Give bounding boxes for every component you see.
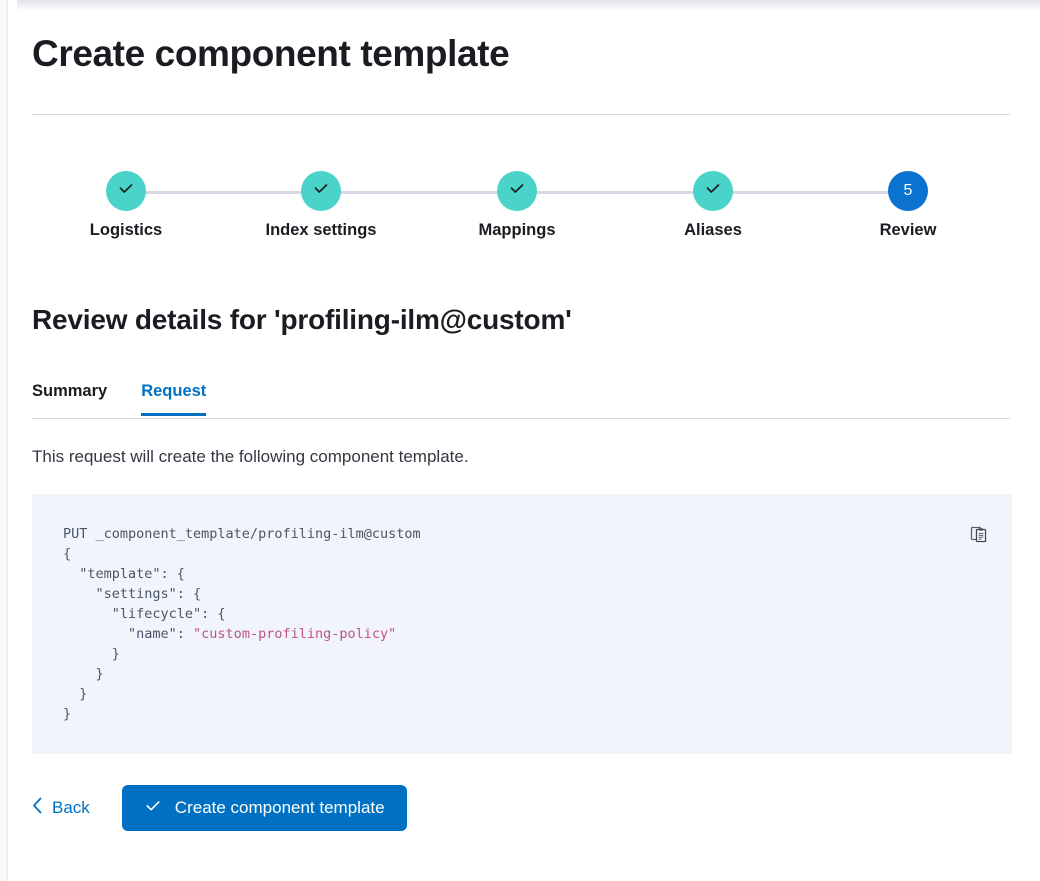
check-icon: [144, 797, 162, 820]
create-component-template-button[interactable]: Create component template: [121, 785, 407, 831]
tab-label: Request: [141, 382, 207, 400]
stepper-circle-1: [106, 171, 146, 211]
stepper-step-index-settings[interactable]: Index settings: [251, 168, 391, 240]
stepper-label-5: Review: [879, 221, 937, 239]
header-divider: [32, 114, 1010, 115]
create-component-template-label: Create component template: [174, 798, 385, 817]
tab-summary[interactable]: Summary: [32, 382, 107, 416]
stepper-step-logistics[interactable]: Logistics: [56, 168, 196, 240]
stepper-connector-1: [144, 191, 303, 194]
stepper-circle-5: 5: [888, 171, 928, 211]
wizard-actions: Back Create component template: [32, 785, 407, 831]
page-content: Create component template Logistics Index…: [9, 0, 1040, 881]
check-icon: [703, 179, 723, 204]
request-description: This request will create the following c…: [32, 447, 469, 466]
stepper-connector-4: [731, 191, 890, 194]
stepper-connector-2: [339, 191, 499, 194]
check-icon: [311, 179, 331, 204]
stepper-label-4: Aliases: [684, 221, 742, 239]
stepper-number: 5: [903, 182, 913, 199]
request-code-block: PUT _component_template/profiling-ilm@cu…: [32, 494, 1012, 754]
stepper-step-mappings[interactable]: Mappings: [447, 168, 587, 240]
stepper-label-1: Logistics: [89, 221, 163, 239]
stepper-label-2: Index settings: [265, 221, 377, 239]
page-title: Create component template: [32, 33, 510, 74]
stepper-circle-4: [693, 171, 733, 211]
copy-clipboard-icon[interactable]: [966, 521, 992, 547]
stepper-circle-2: [301, 171, 341, 211]
back-button[interactable]: Back: [32, 797, 90, 819]
chevron-left-icon: [32, 797, 43, 819]
tab-request[interactable]: Request: [141, 382, 207, 416]
tab-label: Summary: [32, 382, 108, 400]
check-icon: [507, 179, 527, 204]
page-left-gutter: [0, 0, 8, 881]
back-button-label: Back: [52, 798, 90, 817]
stepper-step-aliases[interactable]: Aliases: [643, 168, 783, 240]
review-tabs: Summary Request: [32, 382, 1010, 419]
review-heading: Review details for 'profiling-ilm@custom…: [32, 304, 572, 335]
stepper-connector-3: [535, 191, 695, 194]
request-code-text: PUT _component_template/profiling-ilm@cu…: [63, 526, 421, 722]
stepper-label-3: Mappings: [478, 221, 556, 239]
check-icon: [116, 179, 136, 204]
stepper-circle-3: [497, 171, 537, 211]
top-shadow: [17, 0, 1040, 12]
